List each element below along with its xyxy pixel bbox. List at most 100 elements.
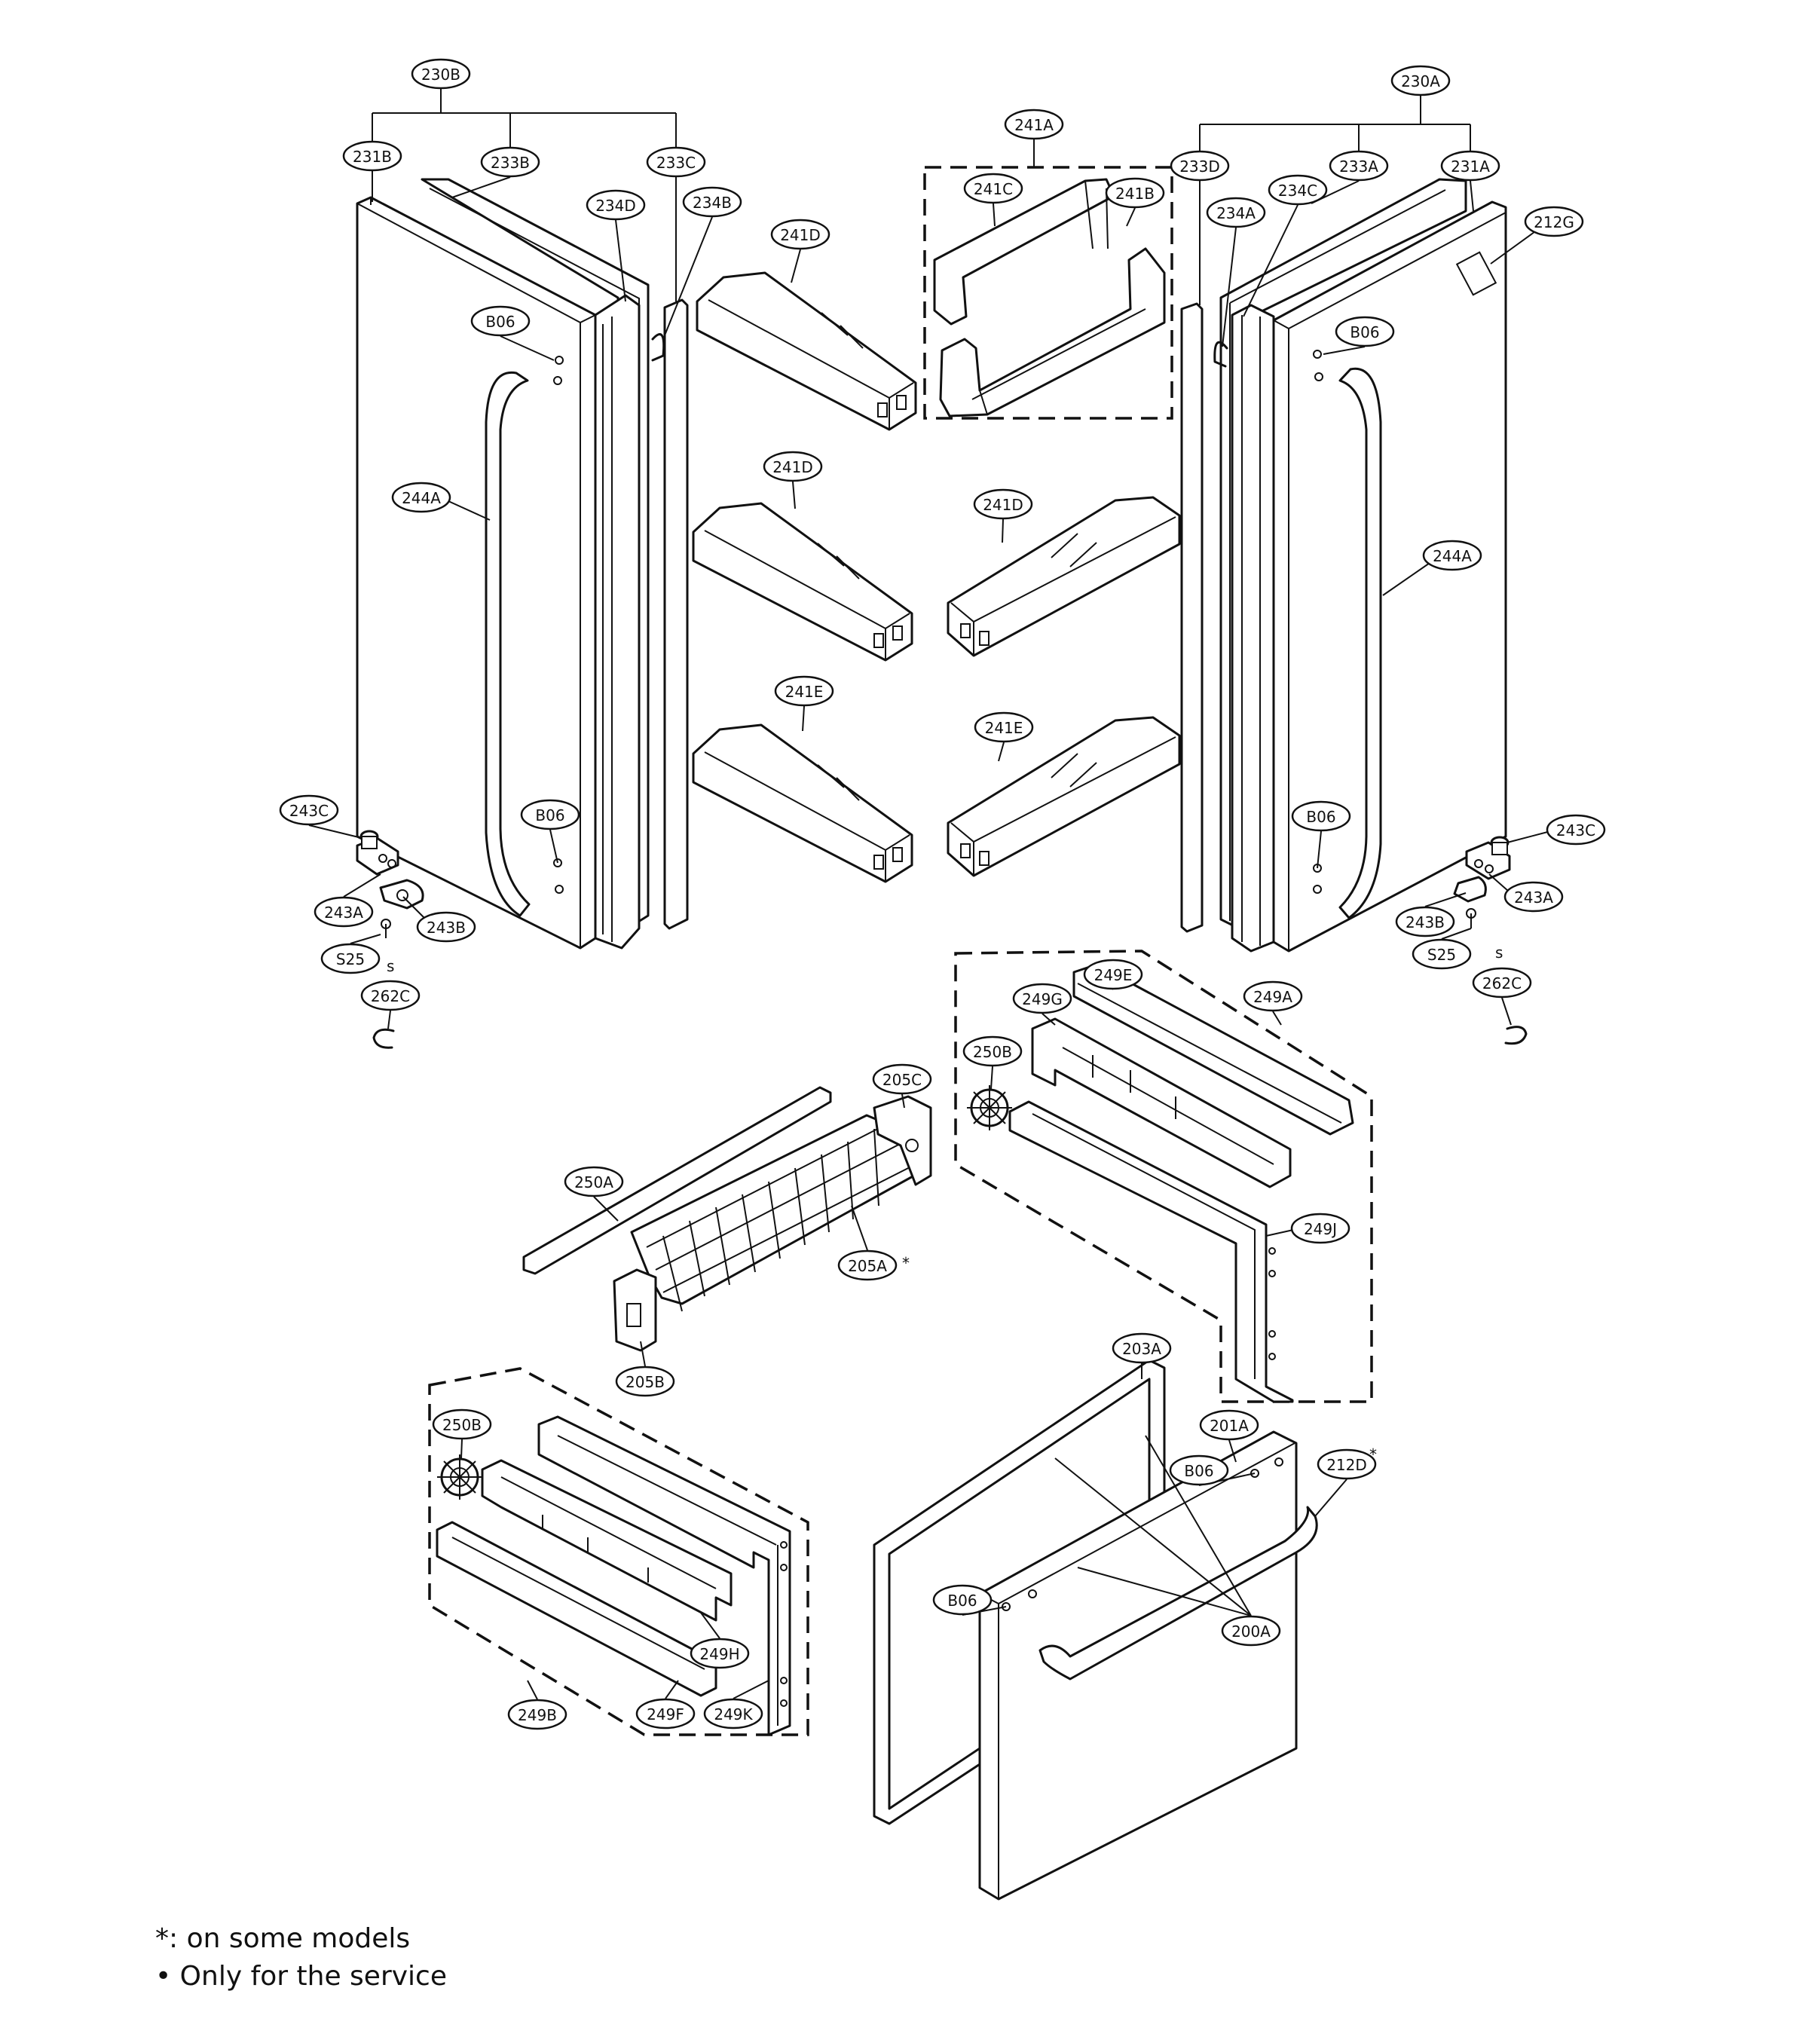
- callout-text: 243B: [1406, 913, 1445, 931]
- callout-249e: 249E: [1083, 959, 1143, 990]
- right-door-panel: [1272, 200, 1507, 953]
- door-bins: [692, 139, 1181, 883]
- callout-bubble: [360, 980, 421, 1011]
- right-gasket-233a: [1219, 178, 1467, 936]
- callout-text: B06: [1184, 1462, 1213, 1480]
- callout-text: 250A: [574, 1173, 613, 1191]
- callout-bubble: [432, 1408, 492, 1440]
- callout-bubble: [1422, 540, 1482, 571]
- callout-text: 249G: [1022, 990, 1063, 1008]
- callout-bubble: [973, 488, 1033, 520]
- callout-bubble: [586, 189, 646, 221]
- freezer-door-panel-201a: [978, 1430, 1298, 1901]
- callout-231a: 231A: [1440, 150, 1500, 182]
- callout-b06: B06: [1335, 316, 1395, 347]
- callout-249k: 249K: [703, 1698, 763, 1730]
- callout-bubble: [1199, 1409, 1259, 1441]
- callout-text: 241D: [772, 458, 813, 476]
- callout-text: 230B: [421, 66, 460, 84]
- callout-b06: B06: [470, 305, 531, 337]
- bin-241d-top: [696, 271, 917, 431]
- callout-text: 212D: [1326, 1456, 1367, 1474]
- callout-text: 241A: [1014, 116, 1054, 134]
- callout-text: 243A: [1514, 888, 1553, 907]
- callout-text: 249K: [714, 1705, 753, 1723]
- left-hinge-parts: [356, 830, 424, 1049]
- callout-262c: 262C: [1472, 967, 1532, 999]
- callout-201a: 201A: [1199, 1409, 1259, 1441]
- callout-bubble: [770, 219, 830, 250]
- callout-249g: 249G: [1012, 983, 1072, 1014]
- callout-bubble: [1243, 980, 1303, 1012]
- callout-text: B06: [1350, 323, 1379, 341]
- callout-243c: 243C: [1546, 814, 1606, 846]
- callout-bubble: [279, 794, 339, 826]
- callout-text: B06: [947, 1592, 977, 1610]
- callout-b06: B06: [1291, 800, 1351, 832]
- callout-b06: B06: [1169, 1454, 1229, 1486]
- callout-text: 234B: [693, 194, 732, 212]
- callout-241c: 241C: [963, 173, 1023, 204]
- callout-text: 241C: [974, 180, 1013, 198]
- callout-text: 241D: [983, 496, 1023, 514]
- callout-bubble: [1221, 1615, 1281, 1647]
- callout-241a: 241A: [1004, 109, 1064, 140]
- callout-bubble: [480, 146, 540, 178]
- callout-text: 241E: [985, 719, 1023, 737]
- callout-bubble: [1524, 206, 1584, 237]
- marker-glyph: s: [387, 957, 394, 975]
- callout-bubble: [1169, 1454, 1229, 1486]
- bin-241e-right: [947, 716, 1181, 877]
- callout-text: 250B: [442, 1416, 482, 1434]
- callout-bubble: [1335, 316, 1395, 347]
- callout-249h: 249H: [690, 1638, 750, 1669]
- callout-bubble: [1546, 814, 1606, 846]
- callout-s25: S25: [1412, 938, 1472, 970]
- callout-bubble: [1440, 150, 1500, 182]
- callout-text: 244A: [1433, 547, 1472, 565]
- callout-text: 262C: [371, 987, 410, 1005]
- right-hinge-parts: [1453, 836, 1528, 1045]
- callout-text: 249B: [518, 1706, 557, 1724]
- callout-249f: 249F: [635, 1698, 696, 1730]
- callout-234b: 234B: [682, 186, 742, 218]
- callout-bubble: [1329, 150, 1389, 182]
- callout-bubble: [1083, 959, 1143, 990]
- callout-text: 205C: [882, 1071, 922, 1089]
- left-door-liner-234d: [594, 294, 641, 950]
- callout-text: 233C: [656, 154, 696, 172]
- callout-250b: 250B: [962, 1035, 1023, 1067]
- callout-text: 262C: [1482, 974, 1522, 992]
- callout-text: 234D: [595, 197, 636, 215]
- callout-200a: 200A: [1221, 1615, 1281, 1647]
- callout-bubble: [1170, 150, 1230, 182]
- callout-b06: B06: [520, 799, 580, 830]
- callout-text: 205B: [626, 1373, 665, 1391]
- callout-text: S25: [336, 950, 365, 968]
- callout-bubble: [932, 1584, 993, 1616]
- bracket-230a: [1199, 96, 1471, 151]
- callout-bubble: [1472, 967, 1532, 999]
- callout-241b: 241B: [1105, 177, 1165, 209]
- callout-243a: 243A: [314, 896, 374, 928]
- callout-bubble: [837, 1249, 898, 1281]
- callout-bubble: [1291, 800, 1351, 832]
- callout-205c: 205C: [872, 1063, 932, 1095]
- bracket-230b: [372, 89, 677, 147]
- marker-glyphs: ss**: [387, 944, 1503, 1463]
- callout-243b: 243B: [416, 911, 476, 943]
- callout-249b: 249B: [507, 1699, 567, 1730]
- callout-b06: B06: [932, 1584, 993, 1616]
- footnotes: *: on some models • Only for the service: [155, 1920, 447, 1996]
- basket-end-205c: [873, 1095, 932, 1186]
- callout-249j: 249J: [1290, 1213, 1350, 1244]
- callout-bubble: [520, 799, 580, 830]
- callout-234d: 234D: [586, 189, 646, 221]
- callout-241d: 241D: [763, 451, 823, 482]
- callout-text: 249F: [647, 1705, 684, 1723]
- drawer-frame-249b: [428, 1367, 809, 1736]
- callout-bubble: [872, 1063, 932, 1095]
- callout-text: 233A: [1339, 158, 1378, 176]
- callout-230b: 230B: [411, 58, 471, 90]
